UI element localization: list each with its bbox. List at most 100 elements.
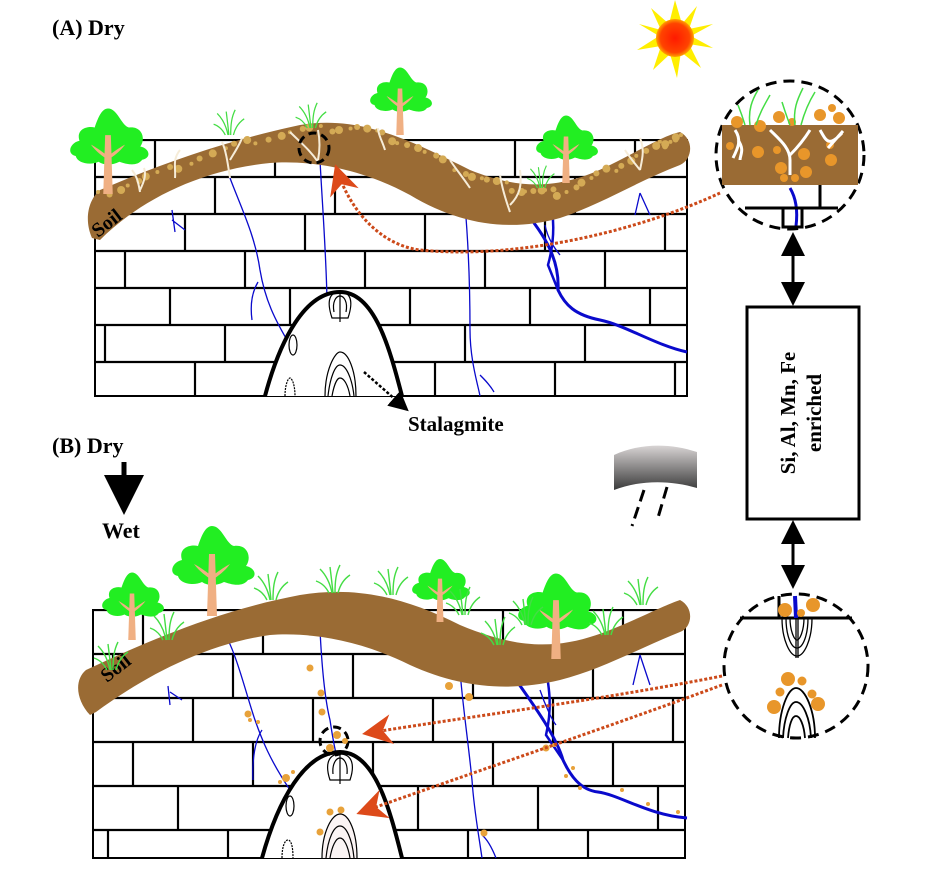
soil-nodule <box>363 124 372 133</box>
soil-nodule <box>155 169 160 174</box>
tree <box>172 526 255 616</box>
vegetation-a <box>70 67 598 194</box>
particle <box>465 693 473 701</box>
particle <box>646 802 650 806</box>
enrichment-line1: Si, Al, Mn, Fe <box>776 352 800 475</box>
soil-nodule <box>208 149 217 158</box>
soil-nodule <box>652 141 661 150</box>
tree <box>102 572 164 640</box>
panel-b-wet-label: Wet <box>102 518 141 543</box>
particle <box>676 810 680 814</box>
soil-nodule <box>348 126 353 131</box>
soil-nodule <box>422 149 427 154</box>
tree-branches <box>427 585 453 597</box>
transport-arrow-b2 <box>356 683 723 819</box>
particle <box>318 708 326 716</box>
sample-circle-a <box>297 131 331 165</box>
soil-nodule <box>404 141 411 148</box>
soil-nodule <box>479 176 484 181</box>
soil-nodule <box>661 140 670 149</box>
soil-nodule <box>492 177 501 186</box>
rain-cloud-icon <box>614 445 697 527</box>
soil-nodule <box>564 190 569 194</box>
soil-nodule <box>414 144 423 153</box>
soil-nodule <box>196 155 203 162</box>
particle <box>564 774 568 778</box>
soil-nodule <box>462 170 469 177</box>
soil-nodule <box>634 153 639 158</box>
soil-nodule <box>117 185 126 194</box>
grass-tuft <box>213 109 245 136</box>
particle <box>571 766 575 770</box>
roots-a <box>131 127 644 213</box>
soil-nodule <box>618 162 625 169</box>
soil-nodule <box>354 124 361 131</box>
soil-nodule <box>174 164 183 173</box>
particle <box>480 829 488 837</box>
soil-nodule <box>433 152 440 159</box>
soil-nodule <box>530 188 537 194</box>
grass-tuft <box>315 564 351 594</box>
particle <box>306 664 314 672</box>
soil-particle <box>800 166 812 178</box>
soil-nodule <box>253 141 258 146</box>
grass-tuft <box>527 165 555 189</box>
tree-branches <box>552 144 580 156</box>
soil-nodule <box>643 147 650 154</box>
tree <box>412 559 470 622</box>
soil-particle <box>825 154 837 166</box>
panel-b-title: (B) Dry <box>52 433 123 458</box>
soil-nodule <box>189 161 194 166</box>
soil-particle <box>780 174 788 182</box>
soil-nodule <box>679 133 683 137</box>
soil-particle <box>773 146 781 154</box>
panel-a: (A) Dry Soil <box>52 0 721 436</box>
soil-nodule <box>543 187 548 192</box>
tree-trunk <box>551 600 561 659</box>
tree <box>70 108 149 194</box>
particle <box>578 786 582 790</box>
soil-nodule <box>508 187 515 194</box>
soil-nodule <box>550 186 557 193</box>
soil-particle <box>798 148 810 160</box>
soil-nodule <box>395 141 400 146</box>
stalagmite-label: Stalagmite <box>408 412 504 436</box>
soil-nodule <box>96 190 100 194</box>
soil-nodule <box>299 125 306 132</box>
soil-particle <box>775 162 787 174</box>
soil-particle <box>754 120 766 132</box>
particle <box>278 780 282 784</box>
grass-tuft <box>149 611 185 641</box>
grass-tuft <box>93 641 129 671</box>
soil-nodule <box>573 184 580 191</box>
tree-branches <box>194 564 230 580</box>
grass-tuft <box>480 616 516 646</box>
soil-nodule <box>379 129 386 136</box>
soil-particle <box>773 111 785 123</box>
soil-nodule <box>141 172 150 181</box>
soil-particle <box>752 146 764 158</box>
soil-nodule <box>671 133 680 142</box>
tree-trunk <box>562 136 570 183</box>
grass-tuft <box>253 571 289 601</box>
particle <box>282 774 290 782</box>
enrichment-box: Si, Al, Mn, Fe enriched <box>745 305 861 521</box>
soil-nodule <box>329 128 336 135</box>
soil-nodule <box>438 155 447 164</box>
tree-branches <box>538 609 574 625</box>
enrichment-line2: enriched <box>802 374 826 452</box>
tree <box>518 573 597 659</box>
soil-nodule <box>522 189 527 194</box>
soil-nodule <box>483 176 490 183</box>
vegetation-b <box>93 526 659 671</box>
soil-nodule <box>125 183 130 188</box>
soil-particle <box>833 112 845 124</box>
stalagmite-a <box>263 289 404 397</box>
grass-tuft <box>373 566 409 596</box>
grass-tuft <box>623 576 659 606</box>
soil-nodule <box>318 123 323 128</box>
tree-trunk <box>103 135 113 194</box>
soil-inset <box>714 79 866 231</box>
tree-branches <box>386 96 414 108</box>
